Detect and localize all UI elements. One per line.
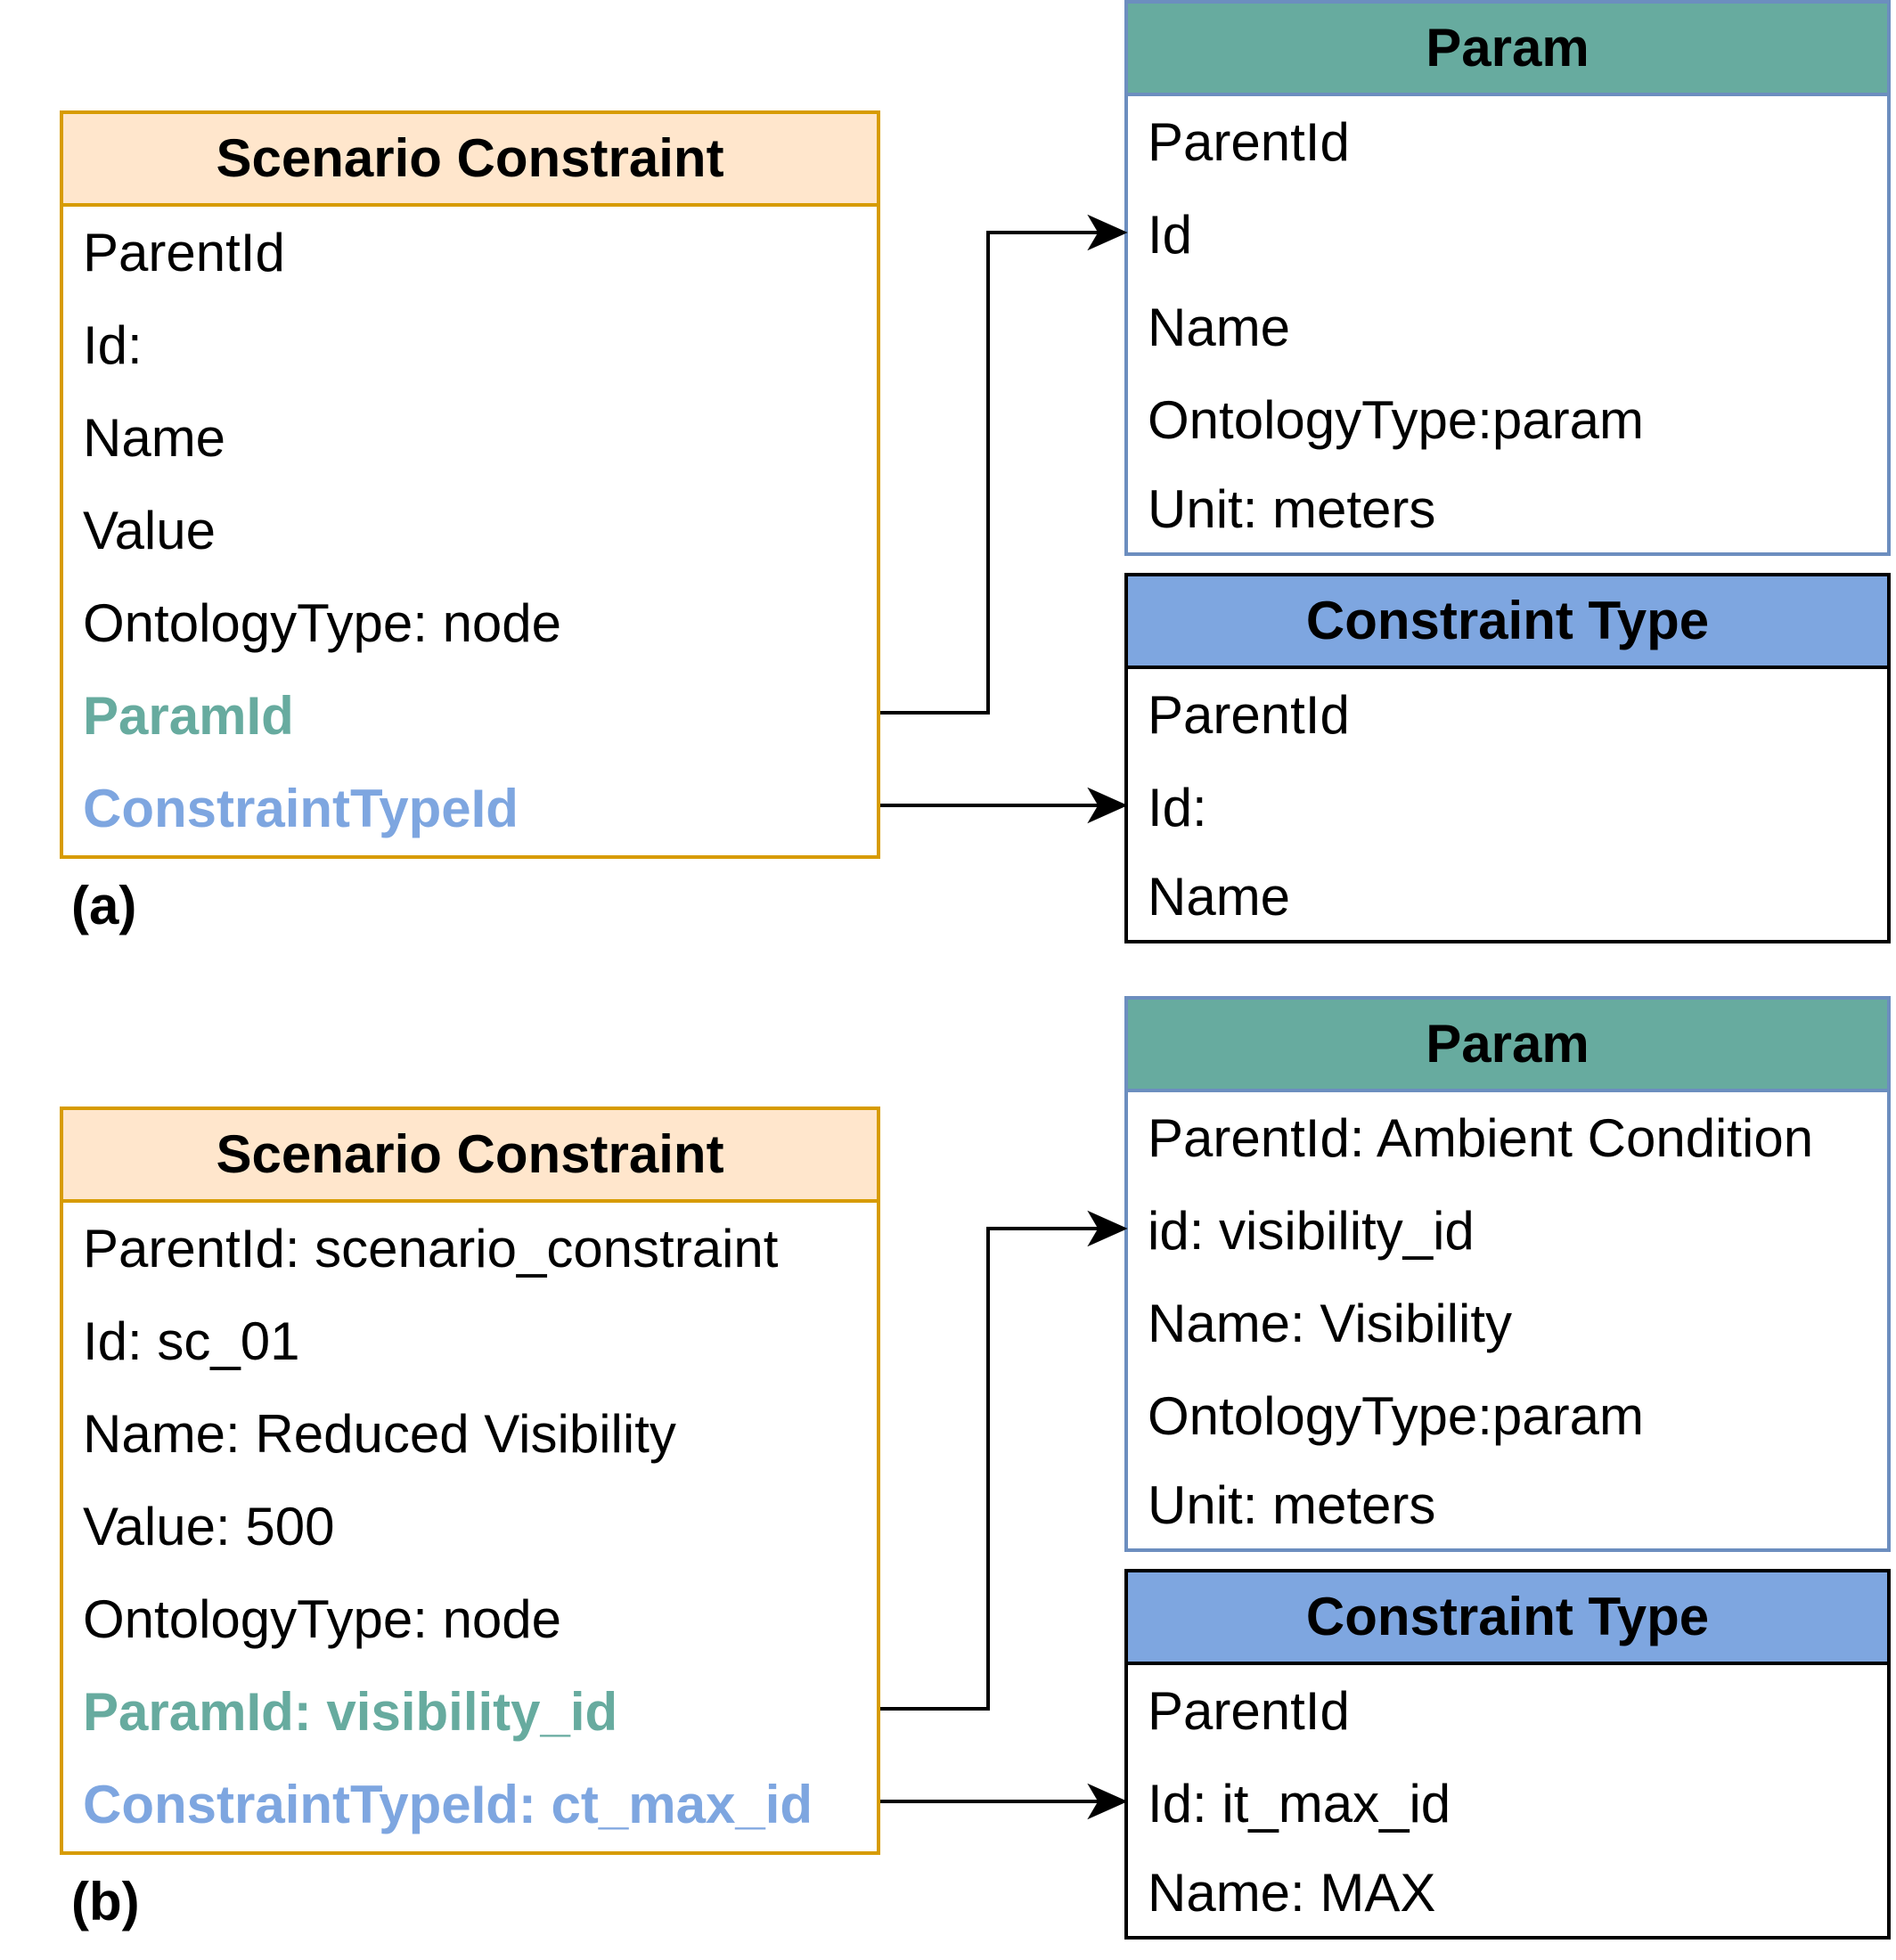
table-title: Param — [1128, 4, 1887, 96]
field-value: Value — [83, 501, 217, 560]
arrowhead-param-a — [1087, 214, 1128, 251]
field-param-ref: ParamId: visibility_id — [83, 1682, 618, 1742]
table-title: Param — [1128, 1000, 1887, 1092]
field-ontologytype: OntologyType: node — [83, 1589, 562, 1649]
field-id: Id: — [1148, 778, 1207, 837]
field-value: Value: 500 — [83, 1497, 335, 1556]
panel-label-a: (a) — [71, 876, 137, 935]
field-name: Name: MAX — [1148, 1863, 1436, 1923]
field-id: id: visibility_id — [1148, 1201, 1475, 1261]
table-title: Constraint Type — [1128, 576, 1887, 669]
field-name: Name — [1148, 867, 1291, 927]
field-id: Id — [1148, 205, 1193, 265]
field-id: Id: sc_01 — [83, 1311, 300, 1371]
field-constraint-type-ref: ConstraintTypeId — [83, 779, 519, 838]
arrow-param-ref-a — [880, 231, 1099, 715]
field-id: Id: — [83, 315, 143, 375]
field-parentid: ParentId — [83, 223, 285, 282]
field-parentid: ParentId — [1148, 1681, 1350, 1741]
field-ontologytype: OntologyType:param — [1148, 390, 1644, 450]
field-parentid: ParentId — [1148, 685, 1350, 745]
table-title: Constraint Type — [1128, 1572, 1887, 1665]
table-title: Scenario Constraint — [63, 1110, 877, 1203]
field-name: Name: Reduced Visibility — [83, 1404, 676, 1464]
field-name: Name: Visibility — [1148, 1294, 1513, 1353]
arrow-param-ref-b — [880, 1227, 1099, 1711]
field-name: Name — [83, 408, 226, 468]
param-table-a: Param ParentId Id Name OntologyType:para… — [1124, 0, 1891, 556]
field-id: Id: it_max_id — [1148, 1774, 1451, 1833]
field-name: Name — [1148, 298, 1291, 357]
constraint-type-table-a: Constraint Type ParentId Id: Name — [1124, 573, 1891, 943]
table-title: Scenario Constraint — [63, 114, 877, 207]
arrowhead-constraint-type-b — [1087, 1783, 1128, 1820]
scenario-constraint-table-b: Scenario Constraint ParentId: scenario_c… — [60, 1107, 880, 1855]
field-unit: Unit: meters — [1148, 1475, 1436, 1535]
scenario-constraint-table-a: Scenario Constraint ParentId Id: Name Va… — [60, 110, 880, 859]
panel-label-b: (b) — [71, 1872, 140, 1931]
arrowhead-param-b — [1087, 1210, 1128, 1247]
field-ontologytype: OntologyType:param — [1148, 1386, 1644, 1446]
field-ontologytype: OntologyType: node — [83, 593, 562, 653]
arrowhead-constraint-type-a — [1087, 787, 1128, 824]
field-parentid: ParentId — [1148, 112, 1350, 172]
constraint-type-table-b: Constraint Type ParentId Id: it_max_id N… — [1124, 1569, 1891, 1940]
field-parentid: ParentId: Ambient Condition — [1148, 1108, 1814, 1168]
param-table-b: Param ParentId: Ambient Condition id: vi… — [1124, 996, 1891, 1552]
field-parentid: ParentId: scenario_constraint — [83, 1219, 779, 1278]
field-unit: Unit: meters — [1148, 479, 1436, 539]
field-param-ref: ParamId — [83, 686, 294, 746]
field-constraint-type-ref: ConstraintTypeId: ct_max_id — [83, 1775, 813, 1834]
